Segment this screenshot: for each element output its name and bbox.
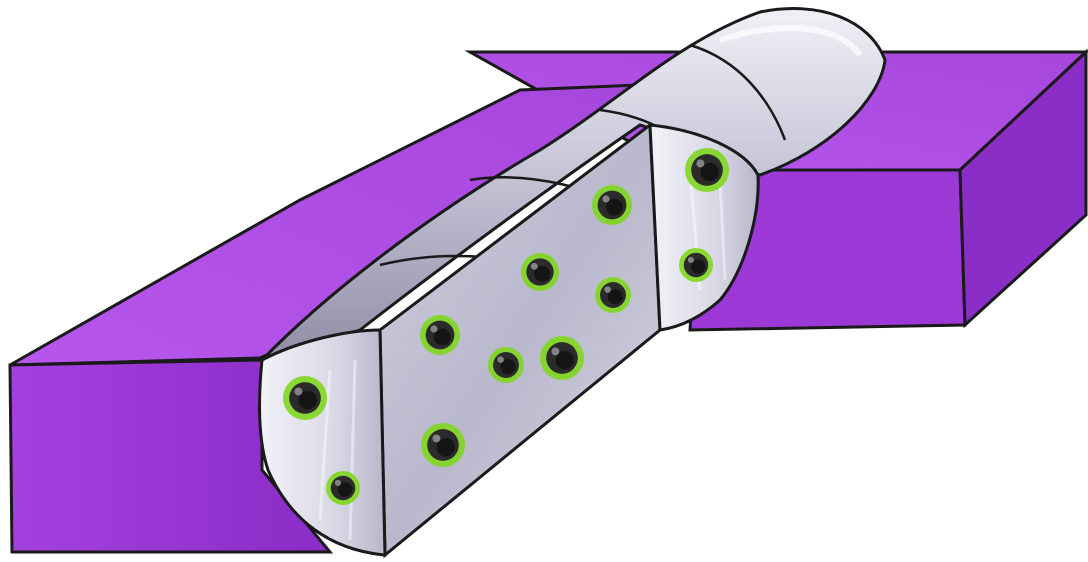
gas-pore-highlight: [604, 286, 610, 292]
gas-pore-icon: [685, 148, 729, 192]
gas-pore-highlight: [688, 257, 694, 263]
gas-pore-highlight: [602, 195, 609, 202]
gas-pore-icon: [283, 376, 327, 420]
gas-pore-highlight: [294, 387, 302, 395]
gas-pore-icon: [679, 248, 713, 282]
gas-pore-highlight: [497, 356, 503, 362]
gas-pore-icon: [421, 423, 465, 467]
gas-pore-icon: [521, 253, 559, 291]
gas-pore-icon: [540, 336, 584, 380]
gas-pore-highlight: [551, 347, 559, 355]
gas-pore-highlight: [432, 434, 440, 442]
gas-pore-highlight: [696, 159, 704, 167]
gas-pore-icon: [595, 277, 631, 313]
gas-pore-highlight: [335, 480, 341, 486]
gas-pore-icon: [592, 185, 632, 225]
gas-pore-icon: [420, 315, 460, 355]
gas-pore-highlight: [430, 325, 437, 332]
gas-pore-icon: [326, 471, 360, 505]
gas-pore-icon: [488, 347, 524, 383]
gas-pore-highlight: [531, 263, 538, 270]
